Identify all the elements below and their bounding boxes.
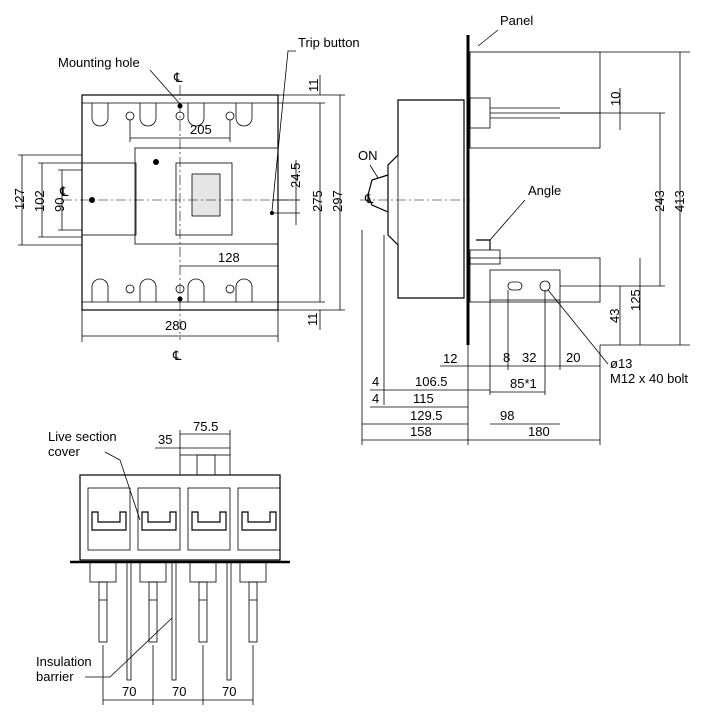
dim-413: 413	[672, 190, 687, 212]
dim-top-gap: 11	[306, 79, 321, 93]
dim-243: 243	[652, 190, 667, 212]
dim-bottom-gap: 11	[305, 313, 320, 327]
side-body-outline	[387, 99, 465, 299]
dim-10: 10	[608, 92, 623, 106]
centerline-front-bottom: ℄	[172, 348, 182, 363]
bottom-terminal-slots	[91, 278, 253, 302]
dim-height-90: 90	[52, 198, 67, 212]
terminal-studs	[89, 561, 267, 643]
dim-35: 35	[158, 432, 172, 447]
dim-width: 280	[165, 318, 187, 333]
handle-frame	[134, 147, 279, 245]
insulation-barriers	[126, 561, 232, 681]
dim-98: 98	[500, 408, 514, 423]
dim-height-297: 297	[330, 190, 345, 212]
dim-trip-offset: 24.5	[288, 163, 303, 188]
centerline-front-top: ℄	[173, 70, 183, 85]
dim-115: 115	[413, 391, 434, 406]
dim-125: 125	[628, 289, 643, 311]
bottom-view: 35 75.5 70 70 70 Live section cover Insu…	[36, 419, 290, 705]
dim-85: 85*1	[510, 376, 537, 391]
label-live-section-cover-2: cover	[48, 444, 80, 459]
dim-32: 32	[522, 350, 536, 365]
dim-43: 43	[607, 309, 622, 323]
label-hole-dia: ø13	[610, 356, 632, 371]
dim-height-275: 275	[310, 190, 325, 212]
label-live-section-cover-1: Live section	[48, 429, 117, 444]
dim-pitch-1: 70	[122, 684, 136, 699]
label-on: ON	[358, 148, 378, 163]
label-bolt: M12 x 40 bolt	[610, 371, 688, 386]
centerline-front-left: ℄	[59, 184, 69, 199]
dim-pitch-3: 70	[222, 684, 236, 699]
label-insulation-barrier-2: barrier	[36, 669, 74, 684]
label-panel: Panel	[500, 13, 533, 28]
dim-8: 8	[503, 350, 510, 365]
dim-180: 180	[528, 424, 550, 439]
dim-20: 20	[566, 350, 580, 365]
dim-12: 12	[443, 351, 457, 366]
dim-terminal-pitch: 128	[218, 250, 240, 265]
dim-4b: 4	[372, 391, 379, 406]
live-section-covers	[87, 487, 281, 551]
label-trip-button: Trip button	[298, 35, 360, 50]
label-angle: Angle	[528, 183, 561, 198]
dim-mount-pitch: 205	[190, 122, 212, 137]
dim-158: 158	[410, 424, 432, 439]
side-view: Panel ON ℄ Angle 413 243	[358, 13, 690, 445]
centerline-side: ℄	[364, 191, 374, 206]
dim-75-5: 75.5	[193, 419, 218, 434]
dim-height-102: 102	[32, 190, 47, 212]
dim-pitch-2: 70	[172, 684, 186, 699]
label-insulation-barrier-1: Insulation	[36, 654, 92, 669]
dim-129-5: 129.5	[410, 408, 443, 423]
dim-height-127: 127	[12, 188, 27, 210]
label-mounting-hole: Mounting hole	[58, 55, 140, 70]
dim-4a: 4	[372, 374, 379, 389]
top-terminal-slots	[91, 103, 253, 127]
dim-106-5: 106.5	[415, 374, 448, 389]
front-view: 205 128 280 ℄ ℄ ℄ 127 102 90 297 275	[12, 35, 360, 363]
